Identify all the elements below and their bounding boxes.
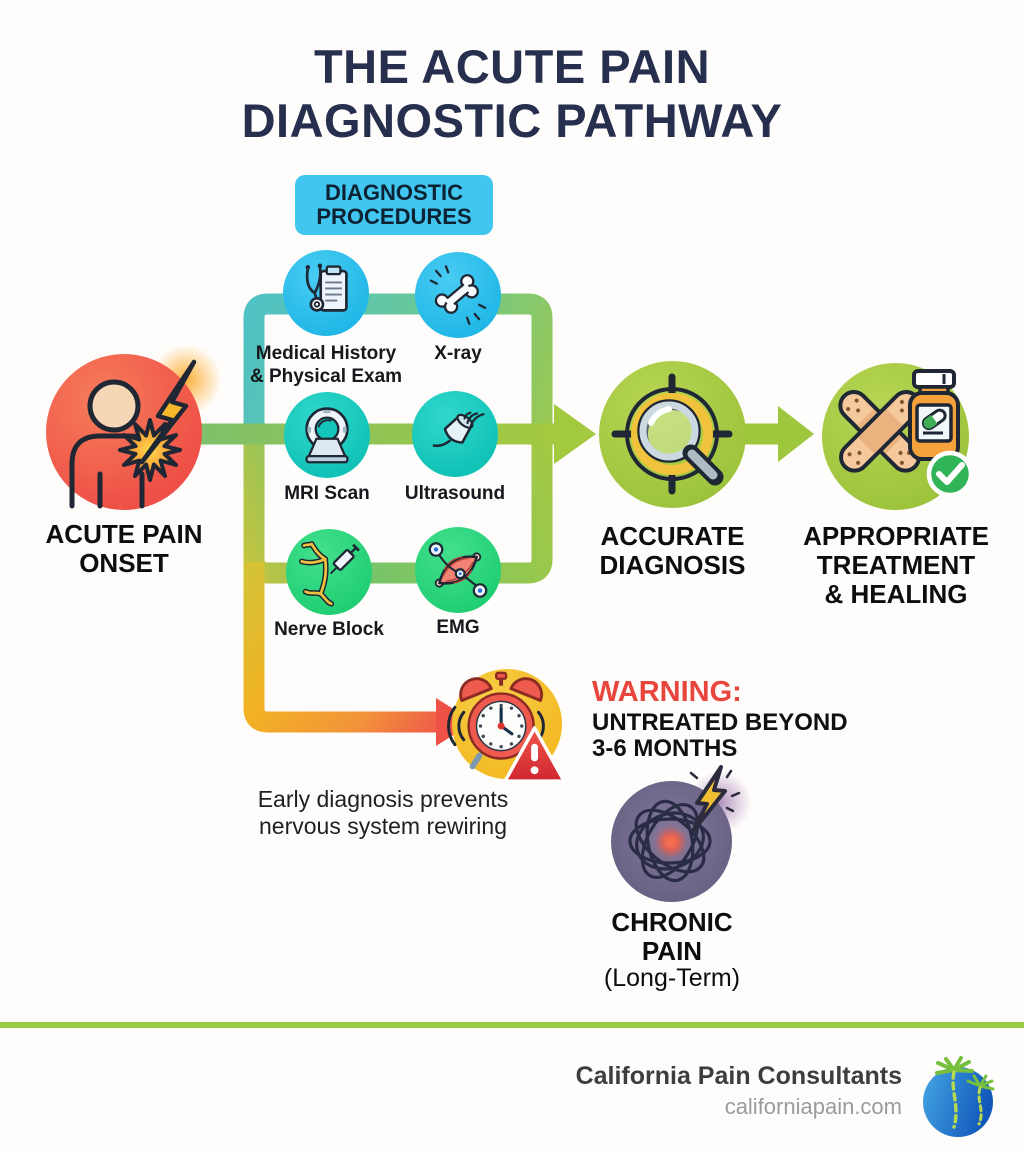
chronic-pain-label: CHRONIC PAIN [611, 907, 733, 966]
mri-scan-label: MRI Scan [284, 483, 370, 504]
checkmark-icon [926, 450, 974, 498]
ultrasound-node [412, 391, 498, 477]
page-title-line1: THE ACUTE PAIN [313, 40, 711, 93]
diagbox-line1: DIAGNOSTIC [324, 180, 464, 205]
warning-line1: UNTREATED BEYOND [592, 709, 848, 736]
bandage-medicine-icon [838, 369, 974, 498]
warning-triangle-icon [503, 726, 566, 783]
nerve-syringe-icon [298, 541, 360, 607]
tangled-nerves-icon [628, 799, 712, 883]
warning-text-block: WARNING: UNTREATED BEYOND 3-6 MONTHS [592, 676, 852, 762]
warning-clock-node [447, 669, 566, 783]
website-url: californiapain.com [724, 1094, 902, 1119]
footer: California Pain Consultants californiapa… [540, 1062, 902, 1120]
target-magnifier-icon [611, 373, 733, 495]
ultrasound-probe-icon [432, 411, 485, 448]
bone-icon [429, 265, 487, 325]
chronic-lightning-icon [689, 765, 741, 833]
page-title: THE ACUTE PAIN DIAGNOSTIC PATHWAY [0, 40, 1024, 148]
medical-history-label: Medical History & Physical Exam [249, 343, 403, 387]
palm-tree-small-icon [966, 1074, 995, 1126]
clipboard-stethoscope-icon [305, 263, 348, 312]
x-ray-node [415, 252, 501, 338]
person-pain-icon [69, 359, 197, 509]
pill-bottle-icon [908, 369, 960, 461]
alarm-clock-icon [447, 671, 566, 783]
early-diagnosis-note: Early diagnosis prevents nervous system … [257, 786, 509, 839]
nerve-block-node [286, 529, 372, 615]
accurate-diagnosis-label: ACCURATE DIAGNOSIS [599, 521, 746, 580]
chronic-pain-node [611, 765, 741, 902]
emg-node [415, 527, 501, 613]
emg-label: EMG [436, 617, 480, 638]
acute-pain-label: ACUTE PAIN ONSET [45, 519, 203, 578]
california-pain-logo [923, 1056, 995, 1137]
ultrasound-label: Ultrasound [404, 483, 506, 504]
mri-machine-icon [305, 407, 349, 464]
chronic-pain-sublabel: (Long-Term) [603, 964, 741, 992]
company-name: California Pain Consultants [575, 1062, 902, 1090]
medical-history-node [283, 250, 369, 336]
diagbox-line2: PROCEDURES [316, 204, 472, 229]
mri-scan-node [284, 392, 370, 478]
footer-divider [0, 1022, 1024, 1028]
acute-pain-node [46, 354, 202, 510]
accurate-diagnosis-node [599, 361, 746, 508]
warning-title: WARNING: [592, 676, 742, 708]
nerve-block-label: Nerve Block [274, 619, 384, 640]
lightning-bolt-icon [139, 359, 197, 465]
treatment-node [822, 363, 974, 510]
muscle-electrodes-icon [428, 542, 488, 598]
arrow-to-diagnosis [554, 404, 596, 464]
palm-tree-icon [935, 1056, 974, 1129]
diagnostic-procedures-box: DIAGNOSTIC PROCEDURES [295, 175, 493, 235]
page-title-line2: DIAGNOSTIC PATHWAY [241, 94, 783, 147]
warning-line2: 3-6 MONTHS [592, 735, 738, 762]
arrow-to-treatment [778, 406, 814, 462]
x-ray-label: X-ray [434, 343, 482, 364]
treatment-label: APPROPRIATE TREATMENT & HEALING [803, 521, 989, 609]
globe-icon [923, 1067, 993, 1137]
